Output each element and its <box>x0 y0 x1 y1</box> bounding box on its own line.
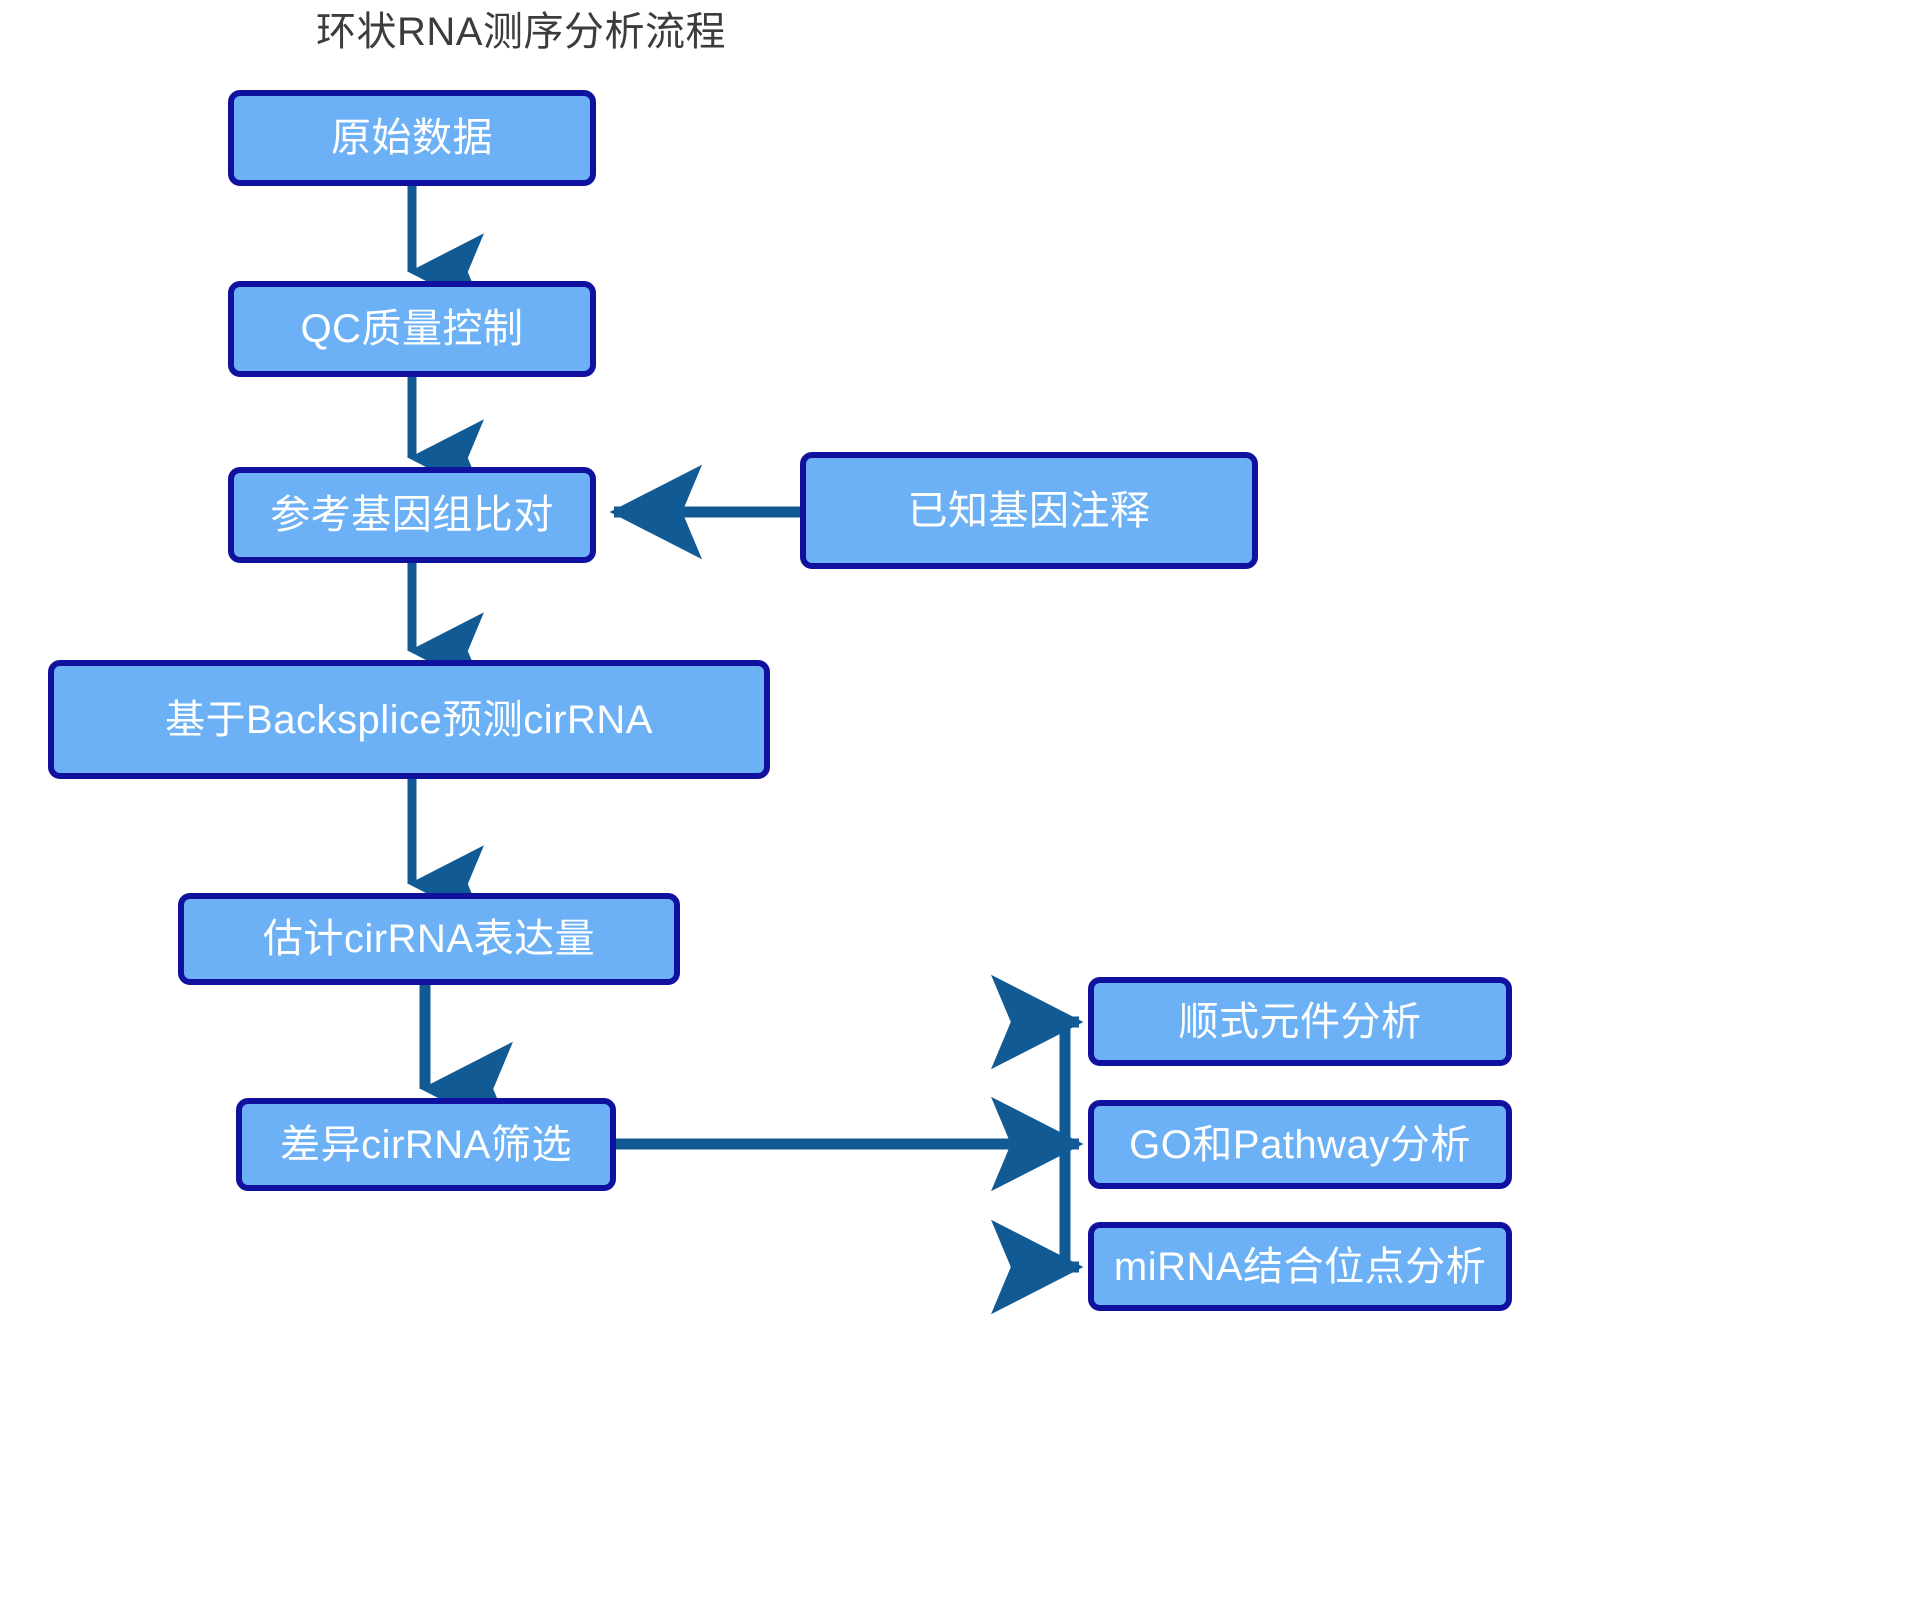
node-label: 顺式元件分析 <box>1178 999 1422 1044</box>
node-backsplice-prediction[interactable]: 基于Backsplice预测cirRNA <box>48 660 770 779</box>
node-label: 估计cirRNA表达量 <box>262 917 596 961</box>
node-label: 参考基因组比对 <box>270 493 554 537</box>
node-label: GO和Pathway分析 <box>1129 1122 1471 1167</box>
page-title: 环状RNA测序分析流程 <box>316 10 726 54</box>
node-differential-screening[interactable]: 差异cirRNA筛选 <box>236 1098 616 1191</box>
node-label: 已知基因注释 <box>907 488 1151 533</box>
node-raw-data[interactable]: 原始数据 <box>228 90 596 186</box>
node-label: miRNA结合位点分析 <box>1113 1244 1487 1289</box>
node-known-gene-annotation[interactable]: 已知基因注释 <box>800 452 1258 569</box>
node-label: 原始数据 <box>331 116 493 160</box>
node-label: QC质量控制 <box>300 307 524 351</box>
node-label: 基于Backsplice预测cirRNA <box>165 697 653 742</box>
node-label: 差异cirRNA筛选 <box>280 1122 572 1167</box>
node-go-pathway-analysis[interactable]: GO和Pathway分析 <box>1088 1100 1512 1189</box>
node-cis-element-analysis[interactable]: 顺式元件分析 <box>1088 977 1512 1066</box>
node-mirna-binding-site-analysis[interactable]: miRNA结合位点分析 <box>1088 1222 1512 1311</box>
node-qc[interactable]: QC质量控制 <box>228 281 596 377</box>
node-reference-genome-alignment[interactable]: 参考基因组比对 <box>228 467 596 563</box>
node-expression-estimation[interactable]: 估计cirRNA表达量 <box>178 893 680 985</box>
